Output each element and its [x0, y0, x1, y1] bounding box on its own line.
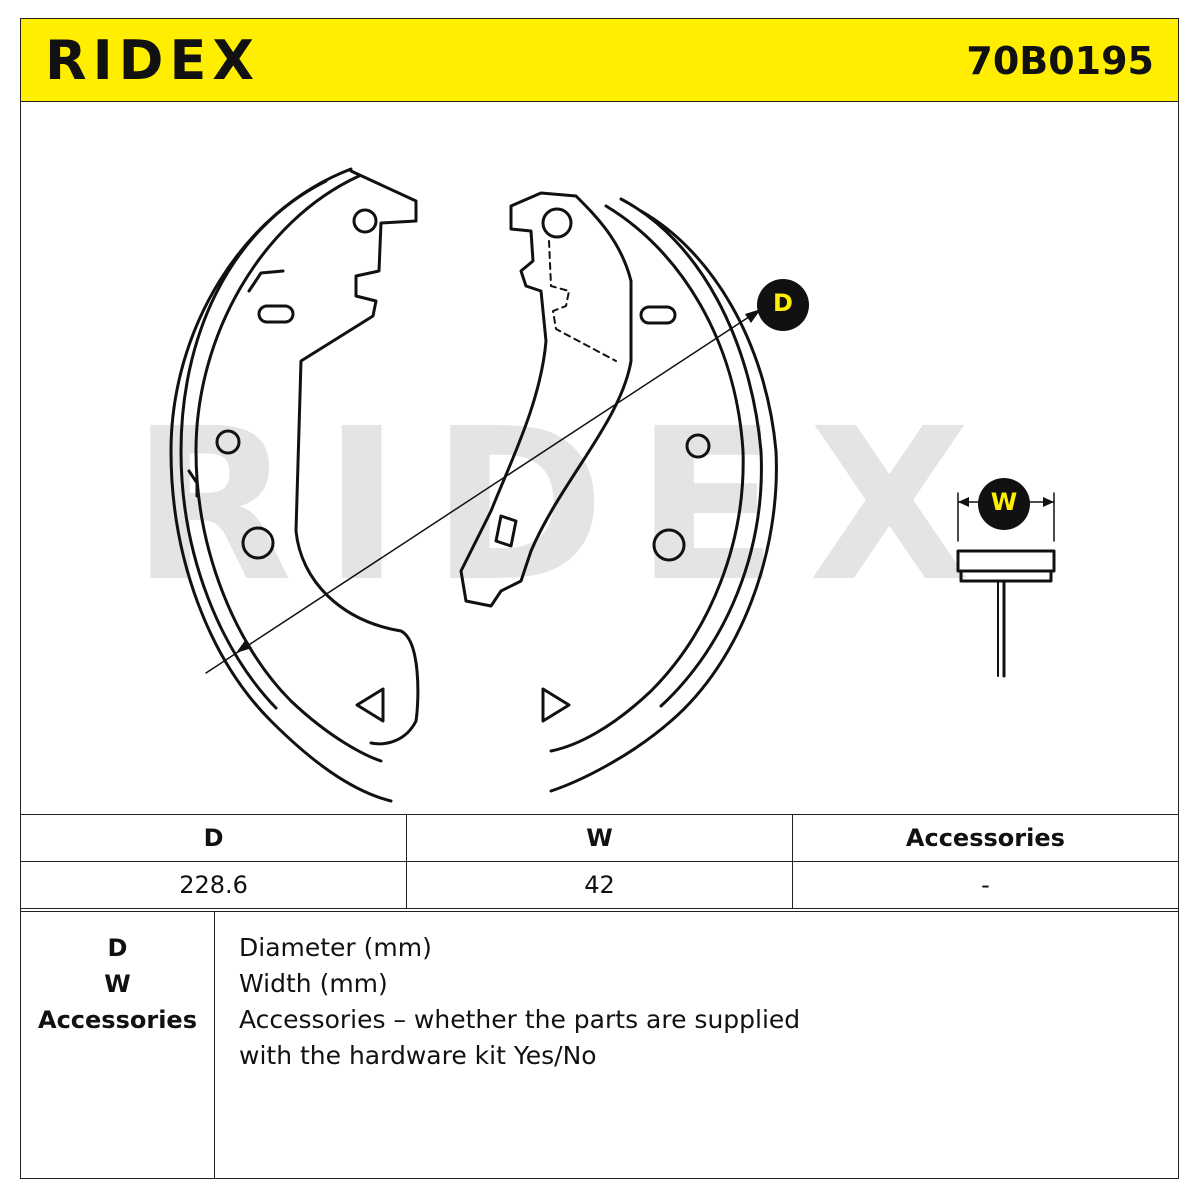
label-d-badge [757, 279, 809, 331]
label-w: W [990, 488, 1018, 516]
legend-line-4: with the hardware kit Yes/No [239, 1041, 597, 1070]
right-brake-shoe [459, 191, 778, 793]
diameter-dimension-line [205, 308, 762, 674]
legend-line-3: Accessories – whether the parts are supp… [239, 1005, 801, 1034]
legend-key-accessories: Accessories [38, 1006, 197, 1034]
legend-key-d: D [107, 934, 128, 962]
part-number: 70B0195 [966, 39, 1154, 83]
watermark-logo: RIDEX [131, 383, 1001, 628]
header-w: W [406, 814, 793, 862]
header-bar: RIDEX 70B0195 [21, 19, 1178, 102]
legend-section: D W Accessories Diameter (mm) Width (mm)… [21, 911, 1178, 1179]
spec-table: D W Accessories 228.6 42 - [21, 814, 1178, 909]
left-brake-shoe [169, 167, 420, 803]
header-d: D [21, 814, 408, 862]
value-accessories: - [791, 861, 1178, 909]
value-w: 42 [406, 861, 793, 909]
header-accessories: Accessories [791, 814, 1178, 862]
legend-key-w: W [104, 970, 131, 998]
brand-logo: RIDEX [45, 29, 261, 92]
legend-keys: D W Accessories [21, 912, 215, 1179]
legend-line-1: Diameter (mm) [239, 933, 432, 962]
value-d: 228.6 [21, 861, 408, 909]
technical-drawing: RIDEX [21, 101, 1178, 813]
spec-header-row: D W Accessories [21, 814, 1178, 862]
legend-line-2: Width (mm) [239, 969, 388, 998]
legend-descriptions: Diameter (mm) Width (mm) Accessories – w… [239, 930, 800, 1074]
brake-shoes-drawing [169, 167, 1056, 803]
product-sheet: RIDEX 70B0195 RIDEX [20, 18, 1179, 1179]
label-d: D [773, 289, 793, 317]
label-w-badge [978, 478, 1030, 530]
spec-value-row: 228.6 42 - [21, 861, 1178, 909]
